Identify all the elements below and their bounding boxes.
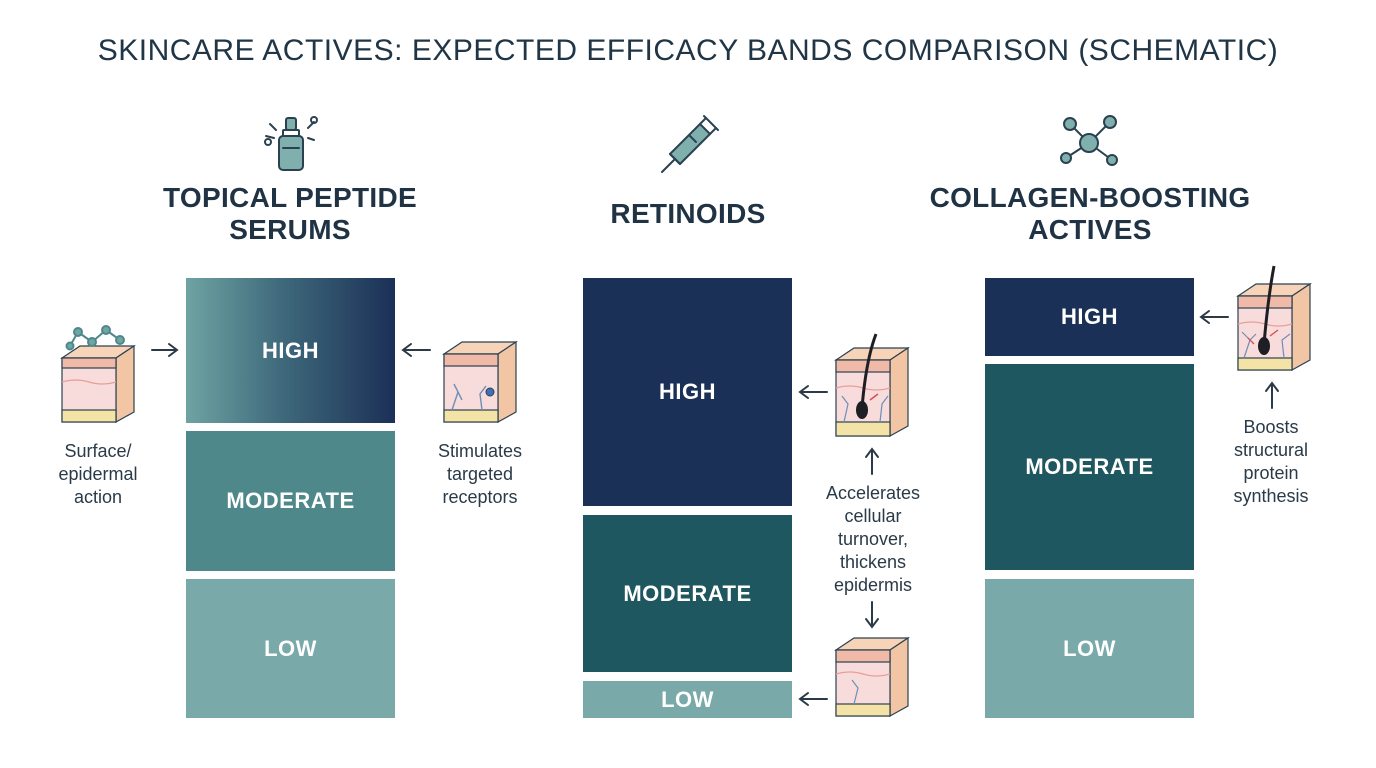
column-title-retinoids: RETINOIDS: [610, 198, 766, 229]
arrow-left-icon: [798, 692, 828, 706]
note-cellular-turnover: Accelerates cellular turnover, thickens …: [825, 483, 921, 595]
note-protein-synthesis: Boosts structural protein synthesis: [1233, 417, 1309, 506]
band-low-collagen: LOW: [985, 579, 1194, 718]
arrow-left-icon: [798, 385, 828, 399]
molecule-icon: [1060, 115, 1118, 166]
skin-surface-molecules-icon: [60, 325, 136, 424]
note-targeted-receptors: Stimulates targeted receptors: [437, 441, 523, 507]
band-low-peptides: LOW: [186, 579, 395, 718]
band-moderate-peptides: MODERATE: [186, 431, 395, 571]
skin-collagen-follicle-icon: [1236, 265, 1312, 372]
arrow-left-icon: [1199, 310, 1229, 324]
band-moderate-retinoids: MODERATE: [583, 515, 792, 672]
skin-receptor-icon: [442, 340, 518, 424]
arrow-right-icon: [151, 343, 179, 357]
skin-dermis-icon: [834, 636, 910, 718]
page-title: SKINCARE ACTIVES: EXPECTED EFFICACY BAND…: [97, 34, 1279, 67]
skin-hair-follicle-icon: [834, 333, 910, 438]
arrow-down-icon: [865, 601, 879, 629]
note-surface-action: Surface/ epidermal action: [58, 441, 138, 507]
band-high-retinoids: HIGH: [583, 278, 792, 506]
dropper-pipette-icon: [661, 115, 719, 173]
band-high-collagen: HIGH: [985, 278, 1194, 356]
arrow-up-icon: [865, 447, 879, 475]
band-high-peptides: HIGH: [186, 278, 395, 423]
arrow-up-icon: [1265, 381, 1279, 409]
band-low-retinoids: LOW: [583, 681, 792, 718]
column-title-collagen: COLLAGEN-BOOSTING ACTIVES: [929, 182, 1251, 245]
band-moderate-collagen: MODERATE: [985, 364, 1194, 570]
column-title-peptides: TOPICAL PEPTIDE SERUMS: [163, 182, 417, 245]
arrow-left-icon: [401, 343, 431, 357]
serum-bottle-icon: [264, 116, 318, 171]
